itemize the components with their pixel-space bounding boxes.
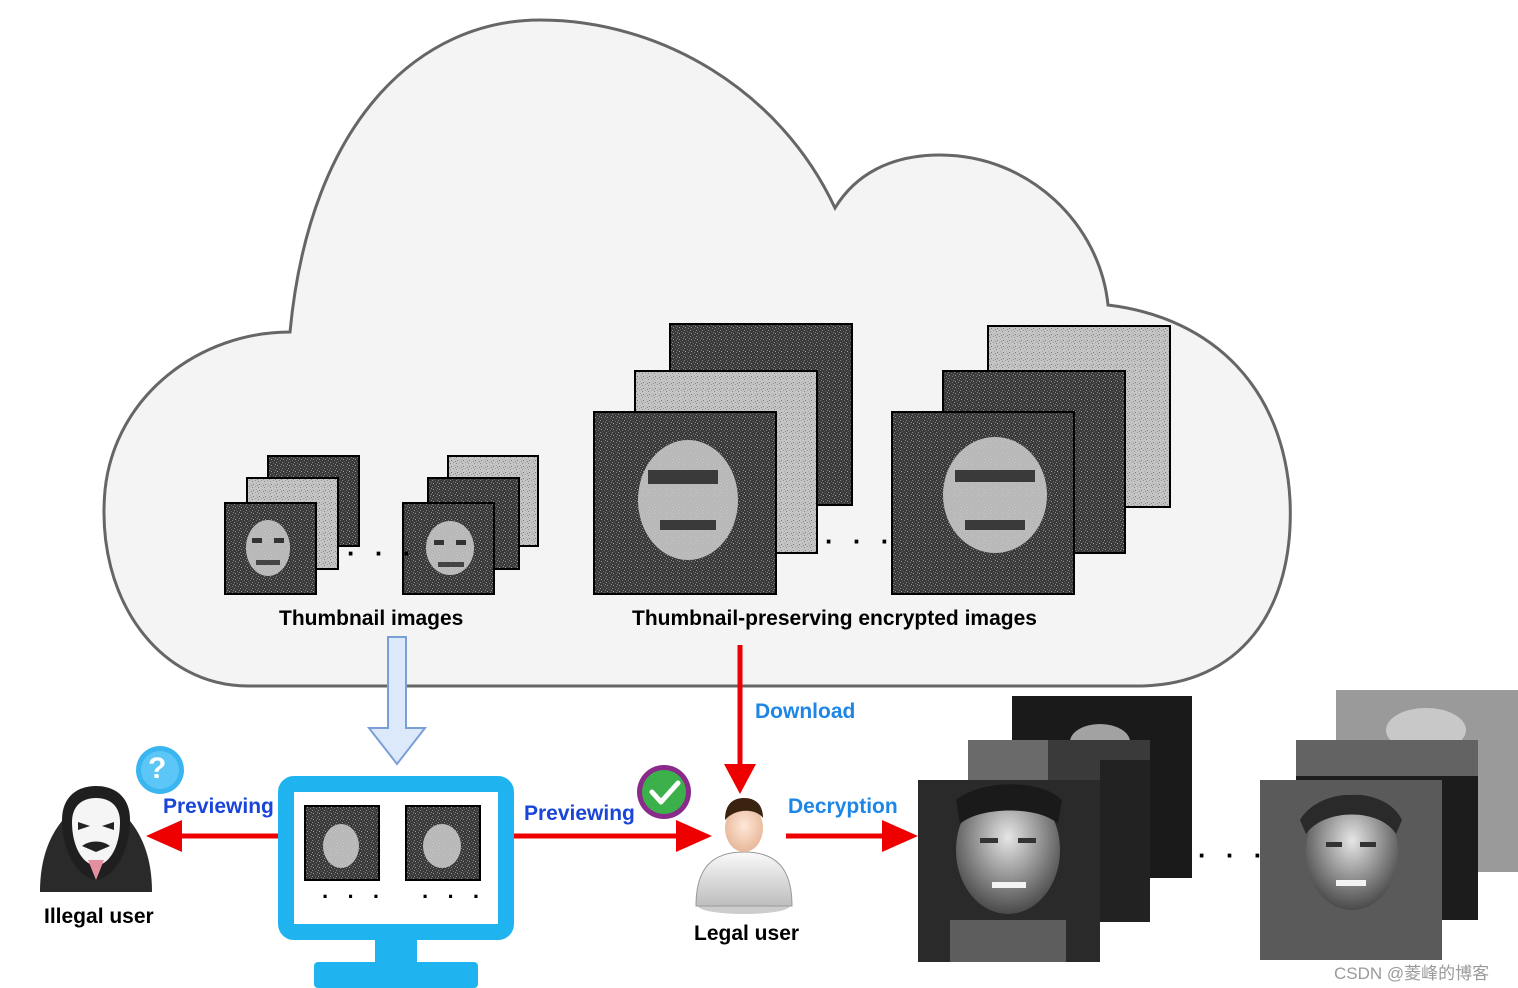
- previewing-right-arrow: [514, 820, 712, 852]
- ellipsis-monitor-left: · · ·: [322, 884, 387, 909]
- thumbnail-stack-1: [224, 455, 360, 595]
- encrypted-stack-1: [593, 323, 853, 595]
- watermark: CSDN @菱峰的博客: [1334, 964, 1490, 983]
- ellipsis-encrypted: · · ·: [825, 526, 896, 556]
- question-mark-glyph: ?: [148, 752, 167, 785]
- question-badge-icon: [136, 746, 184, 794]
- thumbnail-stack-2: [402, 455, 539, 595]
- user-avatar-icon: [695, 798, 793, 914]
- encrypted-stack-2: [891, 325, 1171, 595]
- previewing-left-arrow: [146, 820, 278, 852]
- monitor-icon: [278, 776, 514, 988]
- check-badge-icon: [637, 765, 691, 819]
- decrypted-stack-2: [1260, 690, 1518, 960]
- previewing-right-label: Previewing: [524, 802, 635, 825]
- decryption-arrow: [786, 820, 918, 852]
- ellipsis-decrypted: · · ·: [1198, 840, 1269, 870]
- encrypted-images-label: Thumbnail-preserving encrypted images: [632, 607, 1037, 630]
- download-arrow: [724, 645, 756, 794]
- download-label: Download: [755, 700, 856, 723]
- illegal-user-label: Illegal user: [44, 905, 154, 928]
- legal-user-label: Legal user: [694, 922, 800, 945]
- previewing-left-label: Previewing: [163, 795, 274, 818]
- decrypted-stack-1: [918, 696, 1192, 962]
- preview-download-arrow: [366, 636, 428, 766]
- decryption-label: Decryption: [788, 795, 898, 818]
- ellipsis-monitor-right: · · ·: [422, 884, 487, 909]
- thumbnail-images-label: Thumbnail images: [279, 607, 464, 630]
- hacker-mask-icon: [40, 786, 152, 892]
- ellipsis-thumbnails: · · ·: [347, 538, 418, 568]
